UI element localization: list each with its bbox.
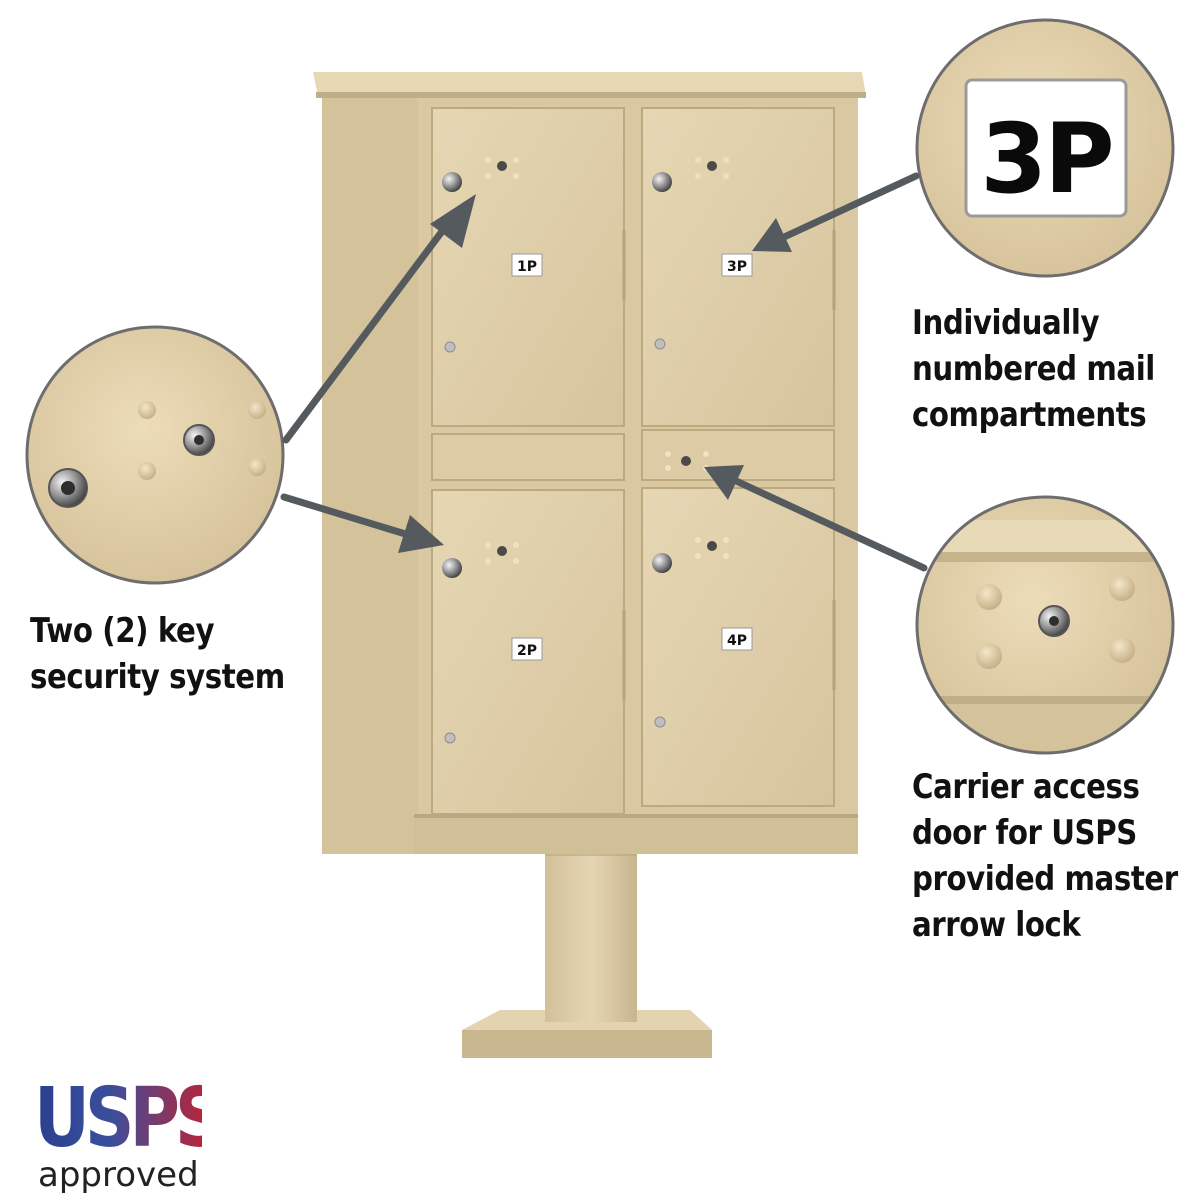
compartment-label-1p: 1P [517, 259, 537, 275]
door-4p: 4P [641, 487, 835, 807]
zoom-label-text: 3P [980, 103, 1111, 215]
caption-line: door for USPS [912, 813, 1137, 853]
usps-logo-text: USPS [34, 1071, 225, 1166]
usps-approved-logo: USPS approved [34, 1078, 234, 1193]
caption-line: arrow lock [912, 905, 1081, 945]
caption-line: Individually [912, 303, 1100, 343]
hinges [622, 230, 836, 700]
compartment-label-4p: 4P [727, 633, 747, 649]
pedestal [462, 842, 712, 1058]
caption-carrier-access: Carrier access door for USPS provided ma… [912, 764, 1178, 948]
door-2p: 2P [431, 489, 625, 815]
door-1p: 1P [431, 107, 625, 427]
caption-line: compartments [912, 395, 1147, 435]
caption-line: security system [30, 657, 285, 697]
compartment-label-3p: 3P [727, 259, 747, 275]
door-3p: 3P [641, 107, 835, 427]
arrow-to-upper-lock [282, 194, 476, 444]
caption-two-key-security: Two (2) key security system [30, 608, 285, 700]
arrow-to-lower-lock [280, 493, 444, 553]
caption-line: Two (2) key [30, 611, 215, 651]
callout-arrows [280, 172, 928, 572]
caption-line: Carrier access [912, 767, 1140, 807]
compartment-label-2p: 2P [517, 643, 537, 659]
zoom-lens-carrier-lock [915, 495, 1175, 755]
arrow-to-number-label [752, 172, 920, 252]
zoom-lens-key-locks [25, 325, 285, 585]
caption-numbered-compartments: Individually numbered mail compartments [912, 300, 1155, 438]
caption-line: provided master [912, 859, 1178, 899]
zoom-lens-number-label: 3P [915, 18, 1175, 278]
approved-text: approved [38, 1155, 199, 1195]
arrow-to-carrier-lock [704, 465, 928, 572]
caption-line: numbered mail [912, 349, 1155, 389]
